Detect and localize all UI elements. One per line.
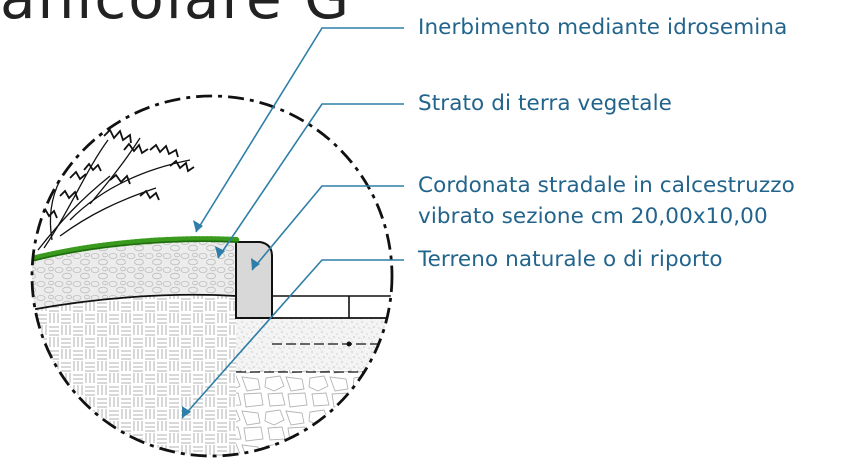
leader-hydroseeding [195,27,404,233]
label-topsoil: Strato di terra vegetale [418,91,672,116]
label-curb-line1: Cordonata stradale in calcestruzzo [418,173,795,198]
topsoil-layer [32,238,238,312]
title-fragment: anicolare G [0,0,351,32]
road-lines [272,295,392,319]
leader-topsoil [217,103,404,259]
section-layers [32,128,392,456]
hydroseeding-grass [32,236,241,263]
tree-sketch-icon [37,128,195,251]
label-hydroseeding: Inerbimento mediante idrosemina [418,15,788,40]
label-curb-line2: vibrato sezione cm 20,00x10,00 [418,204,768,229]
leader-arrowheads [182,220,260,418]
leader-lines [181,27,404,419]
label-natural-ground: Terreno naturale o di riporto [418,247,723,272]
leader-curb [251,185,404,271]
detail-circle [30,94,394,458]
leader-natural-ground [181,259,404,419]
natural-ground-layer [32,294,272,456]
